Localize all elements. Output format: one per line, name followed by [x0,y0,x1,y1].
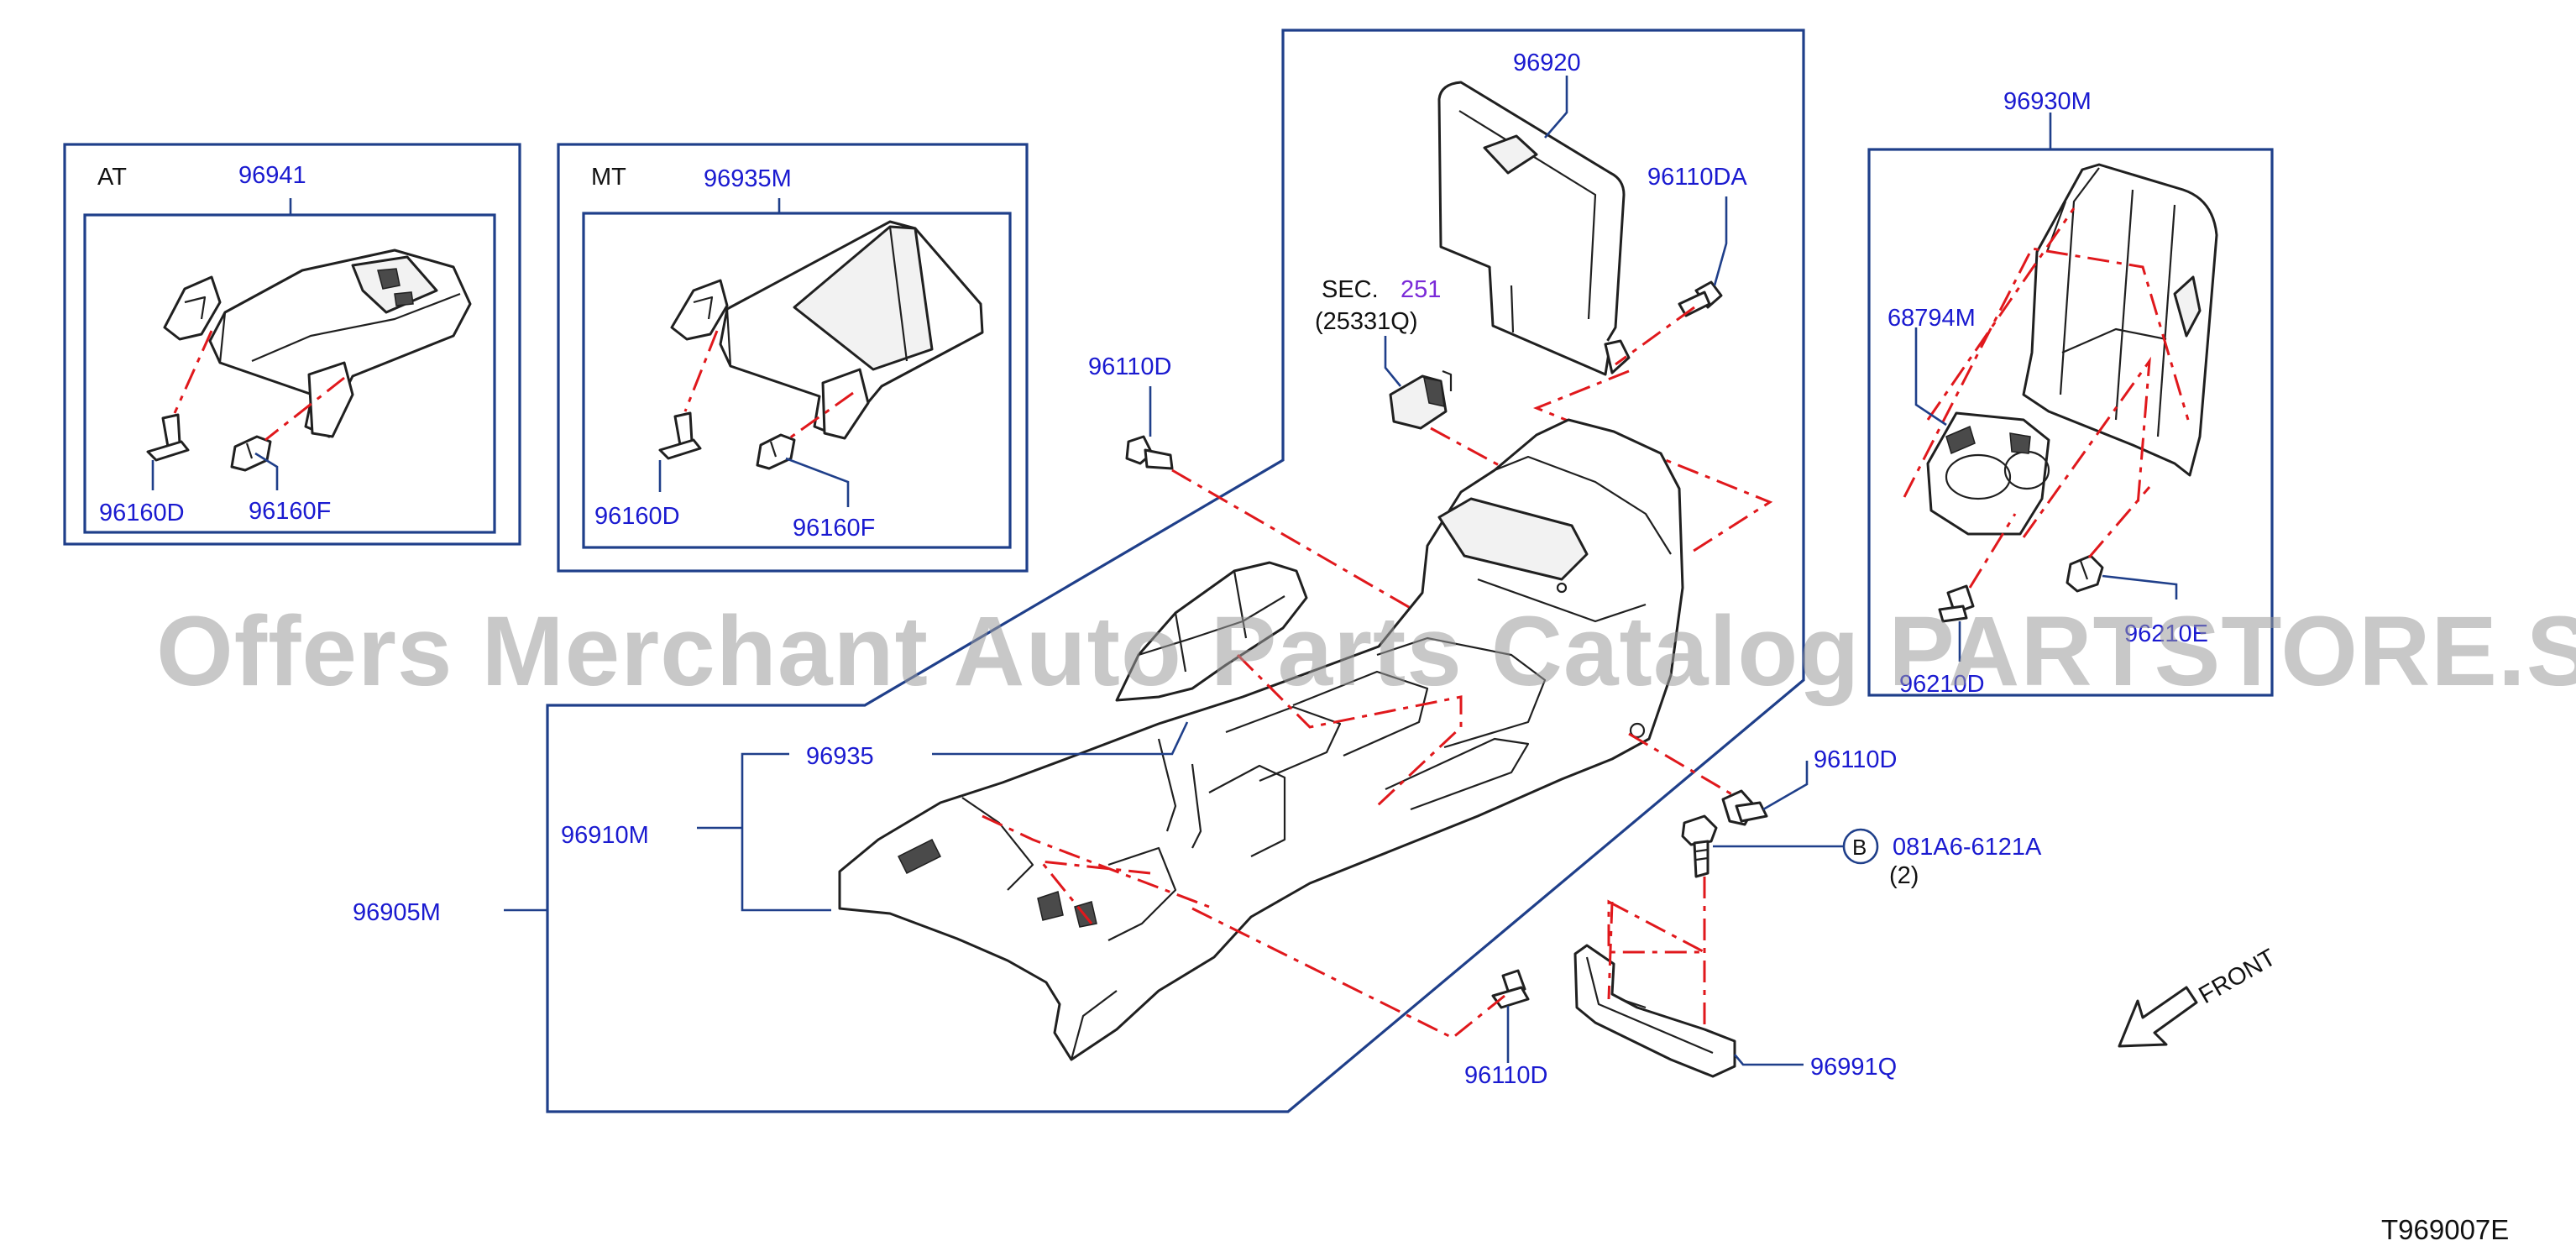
at-shift-trim [163,249,472,438]
console-dash-4 [1607,901,1614,1000]
label-96905m: 96905M [353,899,441,926]
socket-sec251 [1389,369,1453,430]
clip-96210d [1938,584,1975,623]
bolt-081a6 [1681,814,1718,878]
label-96110d-right: 96110D [1814,746,1897,773]
rear-trim-frame [1867,148,2274,697]
label-bolt-code: 081A6-6121A [1893,834,2042,861]
clip-96110da [1678,280,1723,317]
label-96941: 96941 [238,162,306,189]
label-96920: 96920 [1513,50,1581,76]
armrest-lid-96920 [1437,81,1631,376]
label-96110d-top: 96110D [1088,353,1171,380]
at-outer-frame [63,143,521,546]
rear-dash-3 [1968,513,2017,589]
shifter-housing-96935 [1115,561,1308,702]
label-front: FRONT [2195,944,2281,1009]
rear-trim-96930m [2022,163,2218,477]
watermark: Offers Merchant Auto Parts Catalog PARTS… [156,596,2576,707]
label-sec-sub: (25331Q) [1315,308,1418,335]
mt-box-title: MT [591,164,626,191]
label-96935: 96935 [806,743,874,770]
mt-shift-trim [670,220,984,440]
at-dash-2 [264,376,345,442]
mt-outer-frame [557,143,1029,573]
at-clip-96160d [146,413,190,462]
console-dash-1 [1628,732,1736,798]
label-bolt-qty: (2) [1889,862,1919,889]
rear-dash-2 [2022,356,2151,538]
label-96160d-at: 96160D [99,500,185,526]
leader-lines [151,76,2178,1066]
label-sec-prefix: SEC. [1322,276,1379,303]
at-dash-1 [173,330,213,414]
label-96110da: 96110DA [1647,164,1747,191]
label-96160f-mt: 96160F [793,515,875,542]
label-96160f-at: 96160F [249,498,331,525]
mt-dash-1 [683,330,719,412]
mt-inner-frame [582,212,1012,549]
label-sec-number: 251 [1401,276,1441,303]
cup-holder-68794m [1926,411,2050,536]
rear-dash-1 [1903,247,2190,498]
console-dash-7 [1236,653,1463,808]
label-96160d-mt: 96160D [594,503,680,530]
label-bolt-marker: B [1852,835,1867,860]
rear-dash-5 [1926,207,2076,421]
mt-clip-96160d [658,411,702,460]
bracket-96991q [1573,944,1736,1078]
label-96110d-bottom: 96110D [1464,1062,1547,1089]
label-96210e: 96210E [2124,620,2208,647]
console-dash-3 [1607,899,1705,954]
label-68794m: 68794M [1887,305,1976,332]
main-console-frame [546,29,1805,1113]
clip-top-dash [1171,469,1420,615]
main-console-96910m [838,418,1684,1061]
clip-96110d-top [1125,435,1174,470]
mt-clip-96160f [756,433,796,470]
diagram-code: T969007E [2381,1214,2509,1245]
clip-96110d-right [1721,789,1768,826]
label-96935m: 96935M [704,165,792,192]
label-96991q: 96991Q [1810,1054,1897,1081]
front-arrow-icon [2118,986,2198,1048]
rear-dash-4 [2087,486,2151,558]
label-96930m: 96930M [2003,88,2092,115]
console-dash-6 [982,814,1210,908]
label-96210d: 96210D [1899,671,1985,698]
console-dash-5 [1191,907,1505,1039]
lid-dash-1 [1615,306,1695,366]
at-box-title: AT [97,164,127,191]
at-clip-96160f [230,435,272,472]
bolt-marker-circle [1842,828,1879,865]
label-96910m: 96910M [561,822,649,849]
clip-96110d-bottom [1491,969,1530,1009]
mt-dash-2 [788,391,854,440]
clip-96210e [2066,554,2104,593]
